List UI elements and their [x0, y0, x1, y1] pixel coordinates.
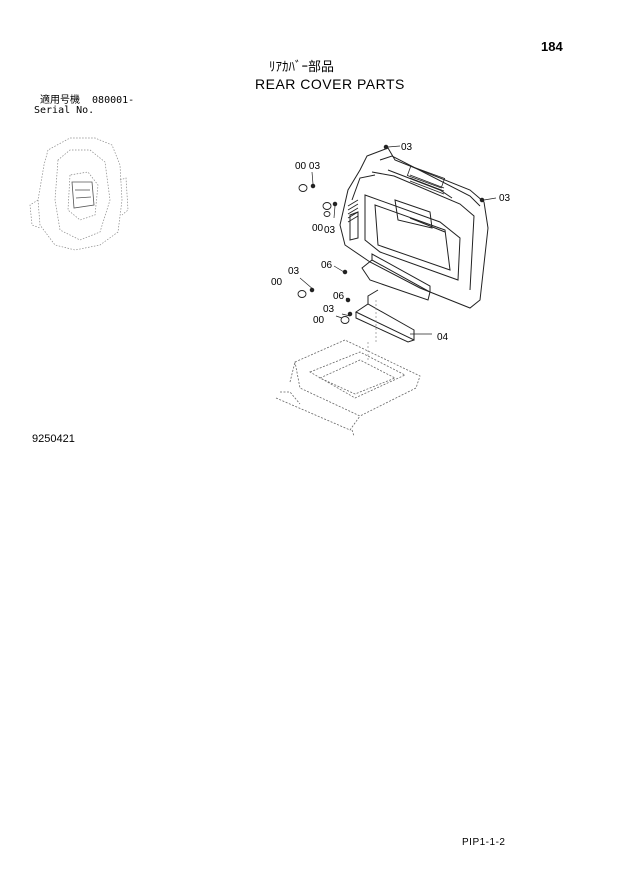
page-number: 184: [541, 39, 563, 54]
callout-06-upper: 06: [321, 260, 333, 271]
title-japanese: ﾘｱｶﾊﾞｰ部品: [269, 60, 335, 75]
callout-03-left: 03: [288, 266, 300, 277]
callout-03-right: 03: [499, 193, 511, 204]
callout-03-lower: 03: [323, 304, 335, 315]
serial-label-en: Serial No.: [34, 105, 95, 116]
callout-00-mid: 00: [312, 223, 324, 234]
callout-00-03-upper: 00 03: [295, 161, 320, 172]
callout-06-lower: 06: [333, 291, 345, 302]
callout-03-top: 03: [401, 142, 413, 153]
side-vents: [347, 199, 359, 223]
callout-03-mid: 03: [324, 225, 336, 236]
base-frame: [275, 339, 421, 437]
serial-label-jp-text: 適用号機: [40, 95, 80, 106]
vent-grille: [406, 165, 446, 195]
leader-lines: [299, 145, 497, 335]
serial-value: 080001-: [92, 95, 135, 106]
serial-label-jp: 適用号機 080001-: [40, 96, 134, 106]
rear-cover-panel: [339, 147, 489, 309]
fasteners: [297, 144, 485, 324]
callout-00-left: 00: [271, 277, 283, 288]
bracket-plate: [361, 253, 431, 301]
callout-04: 04: [437, 332, 449, 343]
page-code: PIP1-1-2: [462, 837, 506, 848]
document-code: 9250421: [32, 433, 75, 445]
callout-00-lower: 00: [313, 315, 325, 326]
title-english: REAR COVER PARTS: [255, 76, 405, 92]
cover-plate-04: [354, 289, 415, 343]
